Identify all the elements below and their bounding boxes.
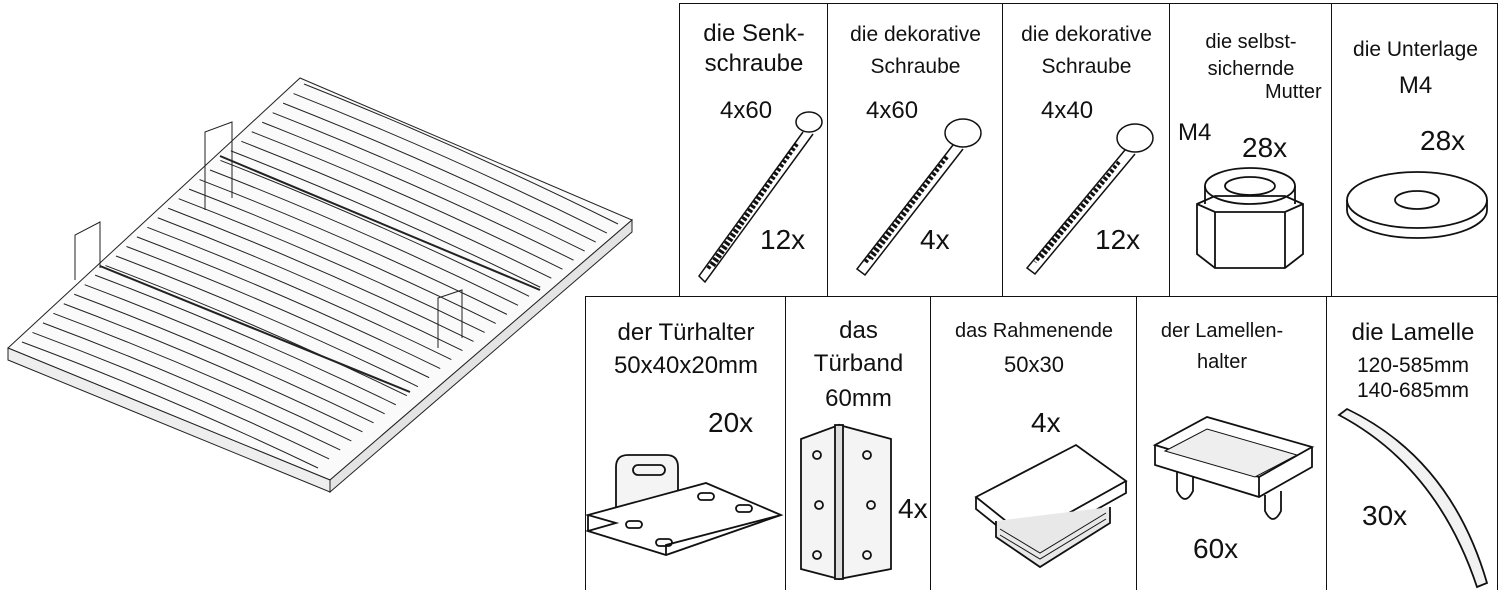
part-decorative-screw-60: die dekorative Schraube 4x60 4x [828,4,1003,296]
slat-line [178,198,485,333]
slat-line [136,236,441,370]
part-name-line2: schraube [704,50,804,77]
part-qty: 28x [1420,125,1466,156]
slat-line [303,83,619,225]
slat-icon [1337,407,1489,589]
slat-line [42,322,341,451]
part-qty: 4x [920,224,950,255]
part-name-line3: Mutter [1265,81,1322,103]
part-size-2: 140-685mm [1356,379,1470,402]
part-slat-holder: der Lamellen- halter 60x [1137,297,1327,590]
slat-line [241,140,552,279]
slat-line [94,274,396,406]
parts-table-bottom: der Türhalter 50x40x20mm 20x das Türband… [585,296,1498,590]
slat-line [293,93,608,234]
slatted-bed-frame-icon [7,77,633,494]
part-name-line2: halter [1196,351,1248,373]
slat-line [272,112,585,252]
part-name-line1: die dekorative [850,23,981,46]
part-name-line1: die Senk- [703,20,805,47]
part-qty: 4x [898,493,928,524]
part-lock-nut: die selbst- sichernde Mutter M4 28x [1170,4,1332,296]
lock-nut-icon [1196,167,1304,269]
slat-line [74,293,374,424]
part-name-line2: sichernde [1207,58,1295,80]
slat-line [230,150,541,288]
slat-line [168,207,474,342]
end-cap-icon [974,443,1128,569]
slat-line [220,159,530,297]
part-decorative-screw-40: die dekorative Schraube 4x40 12x [1003,4,1170,296]
slat-line [282,102,597,243]
slat-line [262,121,574,261]
part-size: 50x30 [1004,352,1064,377]
slat-holder-icon [1152,416,1315,520]
part-size: 4x40 [1041,97,1094,124]
slat-line [21,341,319,469]
part-qty: 12x [1095,224,1141,255]
countersunk-screw-icon [698,111,823,284]
part-size: 60mm [825,385,892,412]
part-washer: die Unterlage M4 28x [1332,4,1499,296]
slat-line [53,312,352,442]
part-name-line1: der Türhalter [617,319,755,346]
part-size: M4 [1398,72,1433,99]
part-name-line1: der Lamellen- [1160,320,1284,342]
part-size: 120-585mm [1356,354,1470,377]
part-name-line2: Schraube [1041,55,1132,78]
part-name-line1: die Unterlage [1353,38,1478,61]
slat-line [157,217,463,351]
part-size: 50x40x20mm [613,352,759,379]
slat-line [126,245,430,379]
slat-line [105,265,408,397]
part-slat: die Lamelle 120-585mm 140-685mm 30x [1327,297,1499,590]
part-hinge: das Türband 60mm 4x [786,297,931,590]
slat-line [251,131,563,270]
part-name-line1: die Lamelle [1351,319,1475,346]
slat-line [84,284,385,415]
slat-line [63,303,363,433]
hinge-icon [800,423,892,581]
part-name-line2: Schraube [870,55,961,78]
part-size: M4 [1178,119,1212,146]
slat-line [115,255,419,388]
part-name-line1: das [839,317,878,344]
washer-icon [1346,171,1488,239]
slat-line [32,331,330,460]
part-qty: 28x [1242,132,1288,163]
part-qty: 20x [708,407,754,438]
slat-line [188,188,496,324]
slat-line [199,179,508,315]
door-bracket-icon [586,454,784,556]
part-name-line1: die selbst- [1205,31,1297,53]
decorative-screw-icon [855,118,982,277]
part-door-bracket: der Türhalter 50x40x20mm 20x [586,297,786,590]
part-qty: 30x [1362,500,1408,531]
part-end-cap: das Rahmenende 50x30 4x [931,297,1137,590]
slat-line [147,226,452,361]
part-name-line1: das Rahmenende [955,320,1113,342]
part-name-line1: die dekorative [1021,23,1152,46]
decorative-screw-short-icon [1025,123,1154,276]
slat-line [209,169,519,306]
parts-table-top: die Senk- schraube 4x60 12x die dekorati… [679,3,1498,297]
part-name-line2: Türband [813,350,904,377]
part-qty: 12x [760,224,806,255]
part-qty: 60x [1193,533,1239,564]
part-size: 4x60 [866,97,919,124]
part-countersunk-screw: die Senk- schraube 4x60 12x [680,4,828,296]
part-qty: 4x [1031,407,1061,438]
part-size: 4x60 [720,97,773,124]
